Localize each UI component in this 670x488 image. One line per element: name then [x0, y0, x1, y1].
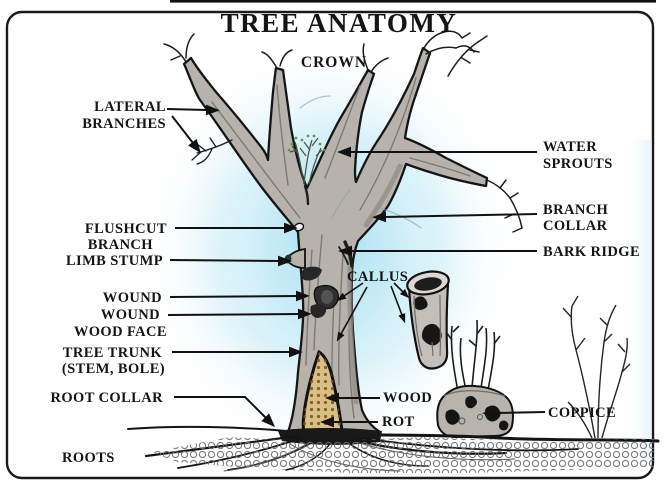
tall-shrub: [562, 295, 631, 439]
root-collar-arrow: [174, 396, 276, 428]
rot-texture: [303, 352, 342, 431]
coppice-arrow: [482, 407, 546, 419]
branch-collar-arrow: [372, 211, 538, 223]
tree-trunk-label-line1: TREE TRUNK: [63, 345, 163, 361]
callus-label: CALLUS: [347, 269, 408, 285]
log-streaks: [413, 294, 442, 357]
flushcut-branch-label-line2: BRANCH: [88, 237, 154, 253]
soil-pattern: [152, 437, 654, 473]
top-edge-line: [170, 0, 656, 3]
lateral-branches-arrow-2: [171, 115, 201, 154]
trunk-and-branches: [182, 46, 489, 434]
log-callus-spot-upper: [413, 296, 428, 310]
log-callus-spot-lower: [421, 323, 442, 346]
lateral-branches-arrow-1: [166, 104, 220, 116]
root-collar-label: ROOT COLLAR: [51, 390, 164, 406]
lateral-branches-label-line2: BRANCHES: [82, 116, 166, 132]
trunk-shading: [347, 163, 403, 405]
wood-label: WOOD: [383, 390, 432, 406]
callout-arrows: [166, 104, 546, 428]
branch-tip-twigs: [163, 22, 523, 233]
wound-lower-arrow: [167, 308, 312, 320]
diagram-title: TREE ANATOMY: [221, 8, 458, 38]
diagram-border: [5, 10, 655, 480]
water-sprouts-twigs: [287, 134, 326, 185]
ground-and-roots: [127, 425, 660, 473]
lateral-branches-label-line1: LATERAL: [94, 99, 166, 115]
callus-arrow-4: [390, 285, 406, 324]
wound-upper-arrow: [169, 290, 310, 302]
log-hollow: [414, 277, 442, 291]
flushcut-branch-label-line1: FLUSHCUT: [85, 221, 167, 237]
limb-stump-label: LIMB STUMP: [66, 253, 163, 269]
tree-trunk-label-line2: (STEM, BOLE): [62, 361, 165, 377]
wound-upper-core: [321, 290, 333, 304]
crown-label: CROWN: [301, 54, 367, 71]
stub-wound: [301, 266, 322, 281]
wound-lower-mark: [310, 303, 327, 318]
coppice-stump: [436, 319, 514, 439]
wound-lower-label: WOUND: [101, 307, 160, 323]
water-sprouts-label-line2: SPROUTS: [543, 156, 613, 172]
coppice-label: COPPICE: [548, 405, 616, 421]
branch-collar-label-line1: BRANCH: [543, 202, 609, 218]
branch-collar-label-line2: COLLAR: [543, 218, 608, 234]
cut-log: [406, 270, 450, 370]
roots-label: ROOTS: [62, 450, 115, 466]
bark-ridge-label: BARK RIDGE: [543, 244, 640, 260]
rot-label: ROT: [382, 414, 415, 430]
callus-arrow-1: [336, 282, 364, 301]
wood-face-label: WOOD FACE: [74, 324, 167, 340]
water-sprouts-label-line1: WATER: [543, 139, 597, 155]
wound-upper-label: WOUND: [103, 290, 162, 306]
callus-arrow-2: [336, 286, 368, 342]
callus-arrow-3: [393, 282, 410, 299]
limb-stump-arrow: [169, 255, 292, 267]
